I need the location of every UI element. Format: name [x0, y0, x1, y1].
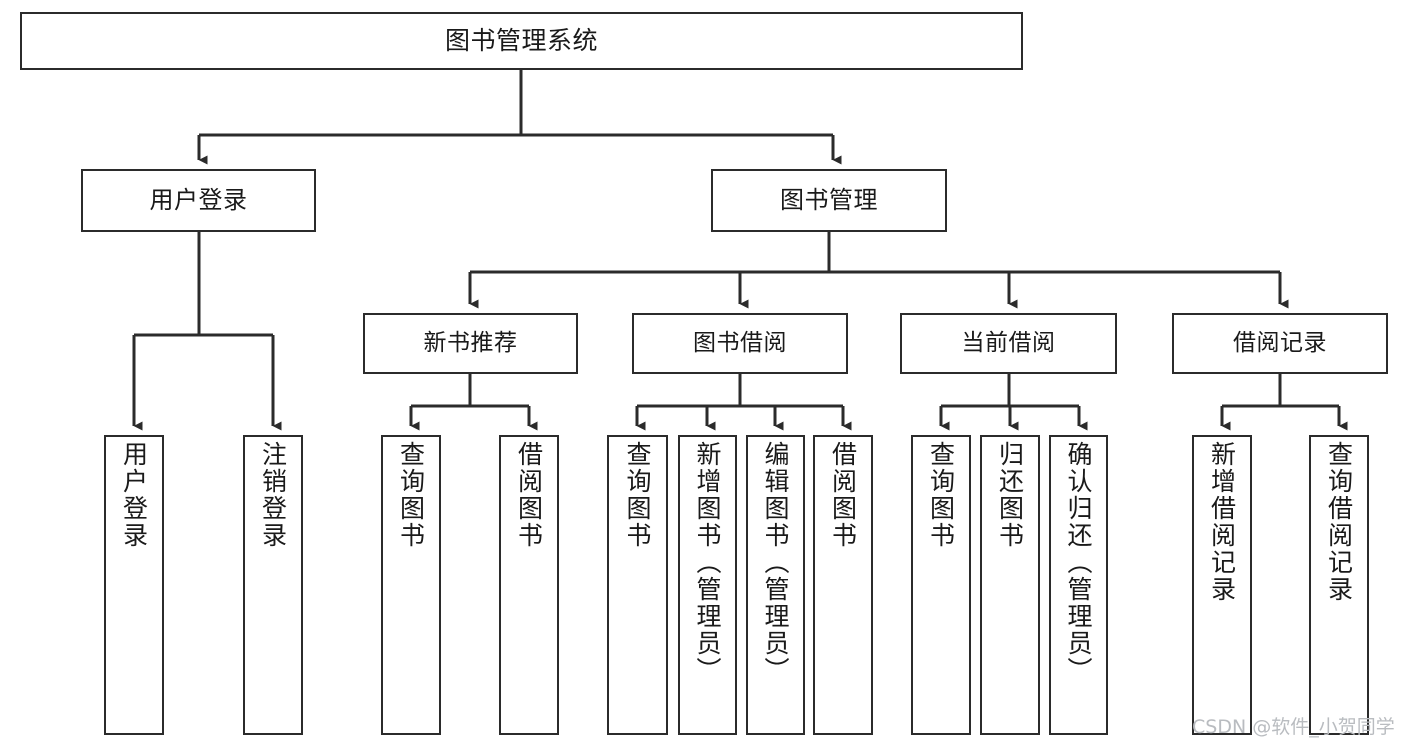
- leaf-return-book-label: 归还图书: [995, 441, 1025, 549]
- node-book-borrow[interactable]: 图书借阅: [632, 313, 848, 374]
- leaf-return-book[interactable]: 归还图书: [980, 435, 1040, 735]
- node-user-login-label: 用户登录: [149, 186, 248, 215]
- node-new-book-recommend-label: 新书推荐: [423, 329, 518, 356]
- leaf-query-book-2[interactable]: 查询图书: [607, 435, 668, 735]
- leaf-add-record[interactable]: 新增借阅记录: [1192, 435, 1252, 735]
- leaf-query-book-1[interactable]: 查询图书: [381, 435, 441, 735]
- leaf-borrow-book-2[interactable]: 借阅图书: [813, 435, 873, 735]
- leaf-edit-book[interactable]: 编辑图书（管理员）: [746, 435, 805, 735]
- leaf-logout[interactable]: 注销登录: [243, 435, 303, 735]
- leaf-add-book[interactable]: 新增图书（管理员）: [678, 435, 737, 735]
- leaf-borrow-book-2-label: 借阅图书: [828, 441, 858, 549]
- leaf-query-book-3-label: 查询图书: [926, 441, 956, 549]
- leaf-confirm-return[interactable]: 确认归还（管理员）: [1049, 435, 1108, 735]
- leaf-query-record-label: 查询借阅记录: [1324, 441, 1354, 603]
- node-root-label: 图书管理系统: [444, 26, 598, 55]
- leaf-add-record-label: 新增借阅记录: [1207, 441, 1237, 603]
- node-current-borrow[interactable]: 当前借阅: [900, 313, 1117, 374]
- csdn-watermark: CSDN @软件_小贺同学: [1192, 716, 1395, 738]
- leaf-query-book-2-label: 查询图书: [623, 441, 652, 549]
- leaf-borrow-book-1-label: 借阅图书: [514, 441, 544, 549]
- node-root[interactable]: 图书管理系统: [20, 12, 1023, 70]
- leaf-user-login-label: 用户登录: [119, 441, 149, 549]
- node-user-login[interactable]: 用户登录: [81, 169, 316, 232]
- leaf-edit-book-label: 编辑图书（管理员）: [761, 441, 790, 684]
- leaf-logout-label: 注销登录: [258, 441, 288, 549]
- leaf-add-book-label: 新增图书（管理员）: [693, 441, 722, 684]
- leaf-query-book-3[interactable]: 查询图书: [911, 435, 971, 735]
- leaf-query-book-1-label: 查询图书: [396, 441, 426, 549]
- leaf-user-login[interactable]: 用户登录: [104, 435, 164, 735]
- node-new-book-recommend[interactable]: 新书推荐: [363, 313, 578, 374]
- node-current-borrow-label: 当前借阅: [961, 329, 1056, 356]
- leaf-confirm-return-label: 确认归还（管理员）: [1064, 441, 1093, 684]
- node-book-manage[interactable]: 图书管理: [711, 169, 947, 232]
- leaf-query-record[interactable]: 查询借阅记录: [1309, 435, 1369, 735]
- node-borrow-record-label: 借阅记录: [1233, 329, 1327, 356]
- node-book-borrow-label: 图书借阅: [693, 329, 787, 356]
- node-borrow-record[interactable]: 借阅记录: [1172, 313, 1388, 374]
- node-book-manage-label: 图书管理: [780, 186, 878, 215]
- leaf-borrow-book-1[interactable]: 借阅图书: [499, 435, 559, 735]
